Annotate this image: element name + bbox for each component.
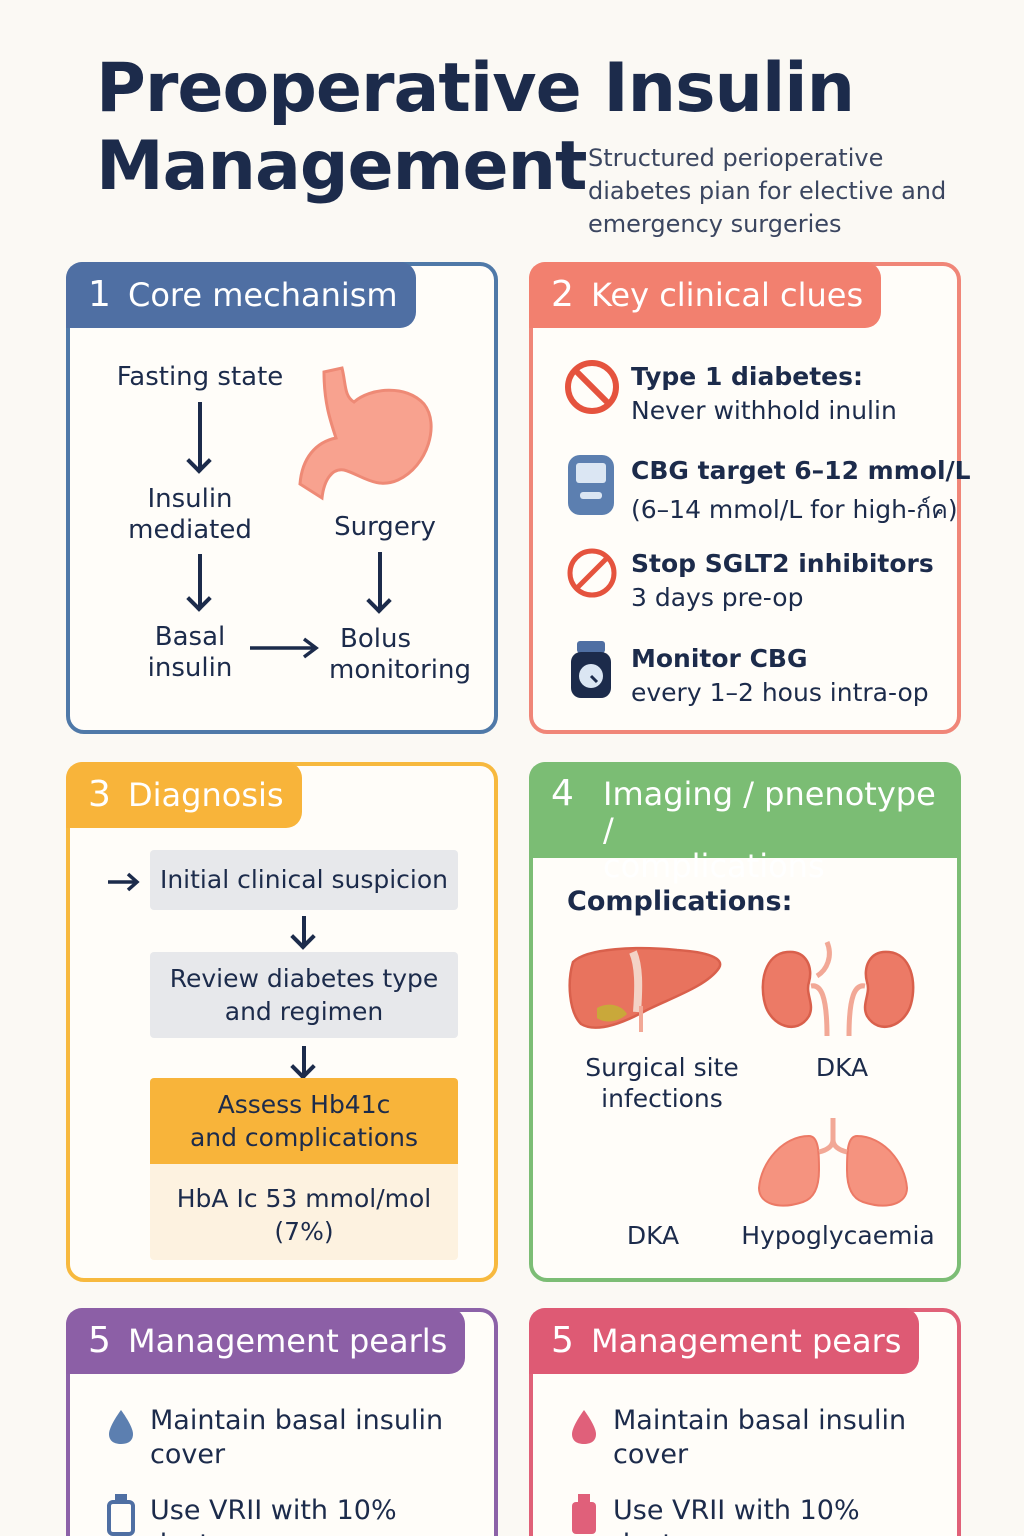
section-title: Imaging / pnenotype / complications bbox=[603, 776, 943, 884]
complications-heading: Complications: bbox=[567, 886, 793, 917]
review-line-2: and regimen bbox=[224, 997, 384, 1026]
stomach-icon bbox=[298, 366, 433, 501]
title-line-2: complications bbox=[603, 847, 825, 885]
droplet-icon bbox=[572, 1410, 596, 1444]
clue-title: Stop SGLT2 inhibitors bbox=[631, 549, 934, 578]
dka-label: DKA bbox=[626, 1221, 680, 1250]
section-number: 2 bbox=[551, 274, 574, 315]
page-title: Preoperative Insulin Management bbox=[96, 49, 855, 206]
section-title: Management pearls bbox=[128, 1322, 448, 1360]
mediated-label: mediated bbox=[128, 515, 252, 545]
clue-detail: (6–14 mmol/L for high-ก์ค) bbox=[631, 495, 958, 524]
key-clinical-clues-card: 2 Key clinical clues Type 1 diabetes: Nev… bbox=[529, 262, 971, 734]
arrow-down-icon bbox=[302, 1046, 306, 1074]
assess-line-2: and complications bbox=[189, 1123, 419, 1152]
title-line-1: Imaging / pnenotype / bbox=[603, 775, 936, 849]
assess-hba1c-step: Assess Hb41c and complications bbox=[150, 1078, 458, 1164]
pearl-text: Use VRII with 10% dextrose bbox=[613, 1495, 860, 1536]
pill-bottle-icon bbox=[571, 641, 611, 698]
basal-label: Basal bbox=[154, 622, 226, 652]
droplet-icon bbox=[109, 1410, 133, 1444]
review-line-1: Review diabetes type bbox=[169, 964, 439, 993]
hba1c-value: HbA Ic 53 mmol/mol bbox=[176, 1184, 432, 1213]
clue-detail: 3 days pre-op bbox=[631, 583, 804, 612]
key-clinical-clues-header: 2 Key clinical clues bbox=[529, 262, 882, 328]
iv-bag-icon bbox=[107, 1494, 135, 1536]
title-line-1: Preoperative Insulin bbox=[96, 49, 855, 128]
glucose-meter-icon bbox=[568, 455, 614, 515]
clue-title: CBG target 6–12 mmol/L bbox=[631, 456, 971, 485]
clue-detail: Never withhold inulin bbox=[631, 396, 897, 425]
pearl-line-2: cover bbox=[613, 1439, 689, 1470]
hba1c-result: HbA Ic 53 mmol/mol (7%) bbox=[150, 1164, 458, 1260]
dka-label: DKA bbox=[815, 1053, 869, 1082]
diagnosis-card: 3 Diagnosis Initial clinical suspicion Re… bbox=[66, 762, 498, 1282]
section-number: 5 bbox=[88, 1320, 111, 1361]
management-pearls-card: 5 Management pearls Maintain basal insuli… bbox=[66, 1308, 498, 1536]
section-number: 4 bbox=[551, 773, 574, 814]
title-line-2: Management bbox=[96, 127, 588, 206]
bolus-monitoring-label: Bolus monitoring bbox=[320, 624, 480, 686]
clue-title: Type 1 diabetes: bbox=[631, 362, 864, 391]
pearl-text: Maintain basal insulin cover bbox=[150, 1404, 443, 1472]
arrow-down-icon bbox=[198, 402, 202, 468]
arrow-right-icon bbox=[108, 872, 140, 892]
arrow-down-icon bbox=[378, 552, 382, 608]
surgical-site-infections-label: Surgical site infections bbox=[567, 1052, 757, 1114]
core-mechanism-header: 1 Core mechanism bbox=[66, 262, 416, 328]
pearl-line-1: Maintain basal insulin bbox=[150, 1405, 444, 1436]
pearl-text: Use VRII with 10% dextrose bbox=[150, 1495, 397, 1536]
fasting-state-label: Fasting state bbox=[116, 362, 284, 392]
stop-icon bbox=[567, 548, 617, 598]
section-title: Key clinical clues bbox=[591, 276, 864, 314]
section-number: 3 bbox=[88, 774, 111, 815]
iv-bag-icon bbox=[572, 1494, 596, 1534]
section-title: Core mechanism bbox=[128, 276, 398, 314]
arrow-down-icon bbox=[198, 554, 202, 606]
review-regimen-step: Review diabetes type and regimen bbox=[150, 952, 458, 1038]
pearl-text: Maintain basal insulin cover bbox=[613, 1404, 906, 1472]
management-pears-header: 5 Management pears bbox=[529, 1308, 920, 1374]
clue-title: Monitor CBG bbox=[631, 644, 808, 673]
core-mechanism-card: 1 Core mechanism Fasting state Insulin me… bbox=[66, 262, 498, 734]
no-entry-icon bbox=[565, 360, 619, 414]
page-subtitle: Structured perioperative diabetes pian f… bbox=[588, 144, 947, 238]
liver-icon bbox=[568, 946, 722, 1032]
assess-line-1: Assess Hb41c bbox=[217, 1090, 391, 1119]
label-line-2: infections bbox=[601, 1084, 723, 1113]
arrow-right-icon bbox=[250, 637, 319, 659]
pearl-line-2: cover bbox=[150, 1439, 226, 1470]
arrow-down-icon bbox=[302, 916, 306, 944]
kidneys-icon bbox=[761, 941, 915, 1037]
basal-insulin-label: Basal insulin bbox=[130, 622, 250, 684]
section-title: Diagnosis bbox=[128, 776, 284, 814]
clue-detail: every 1–2 hous intra-op bbox=[631, 678, 929, 707]
section-number: 1 bbox=[88, 274, 111, 315]
hypoglycaemia-label: Hypoglycaemia bbox=[741, 1221, 935, 1250]
pearl-line-1: Maintain basal insulin bbox=[613, 1405, 907, 1436]
surgery-label: Surgery bbox=[334, 512, 436, 542]
hba1c-percent: (7%) bbox=[274, 1217, 334, 1246]
label-line-1: Surgical site bbox=[585, 1053, 739, 1082]
diagnosis-header: 3 Diagnosis bbox=[66, 762, 302, 828]
section-number: 5 bbox=[551, 1320, 574, 1361]
initial-suspicion-step: Initial clinical suspicion bbox=[150, 850, 458, 910]
bolus-label: Bolus bbox=[340, 624, 411, 654]
insulin-label: Insulin bbox=[147, 484, 233, 514]
complications-card: 4 Imaging / pnenotype / complications Co… bbox=[529, 762, 961, 1282]
monitoring-label: monitoring bbox=[329, 655, 471, 685]
section-title: Management pears bbox=[591, 1322, 902, 1360]
lungs-icon bbox=[757, 1118, 909, 1207]
insulin-word-label: insulin bbox=[147, 653, 233, 683]
management-pearls-header: 5 Management pearls bbox=[66, 1308, 466, 1374]
complications-header: 4 Imaging / pnenotype / complications bbox=[529, 762, 961, 884]
management-pears-card: 5 Management pears Maintain basal insulin… bbox=[529, 1308, 961, 1536]
insulin-mediated-label: Insulin mediated bbox=[110, 484, 270, 546]
